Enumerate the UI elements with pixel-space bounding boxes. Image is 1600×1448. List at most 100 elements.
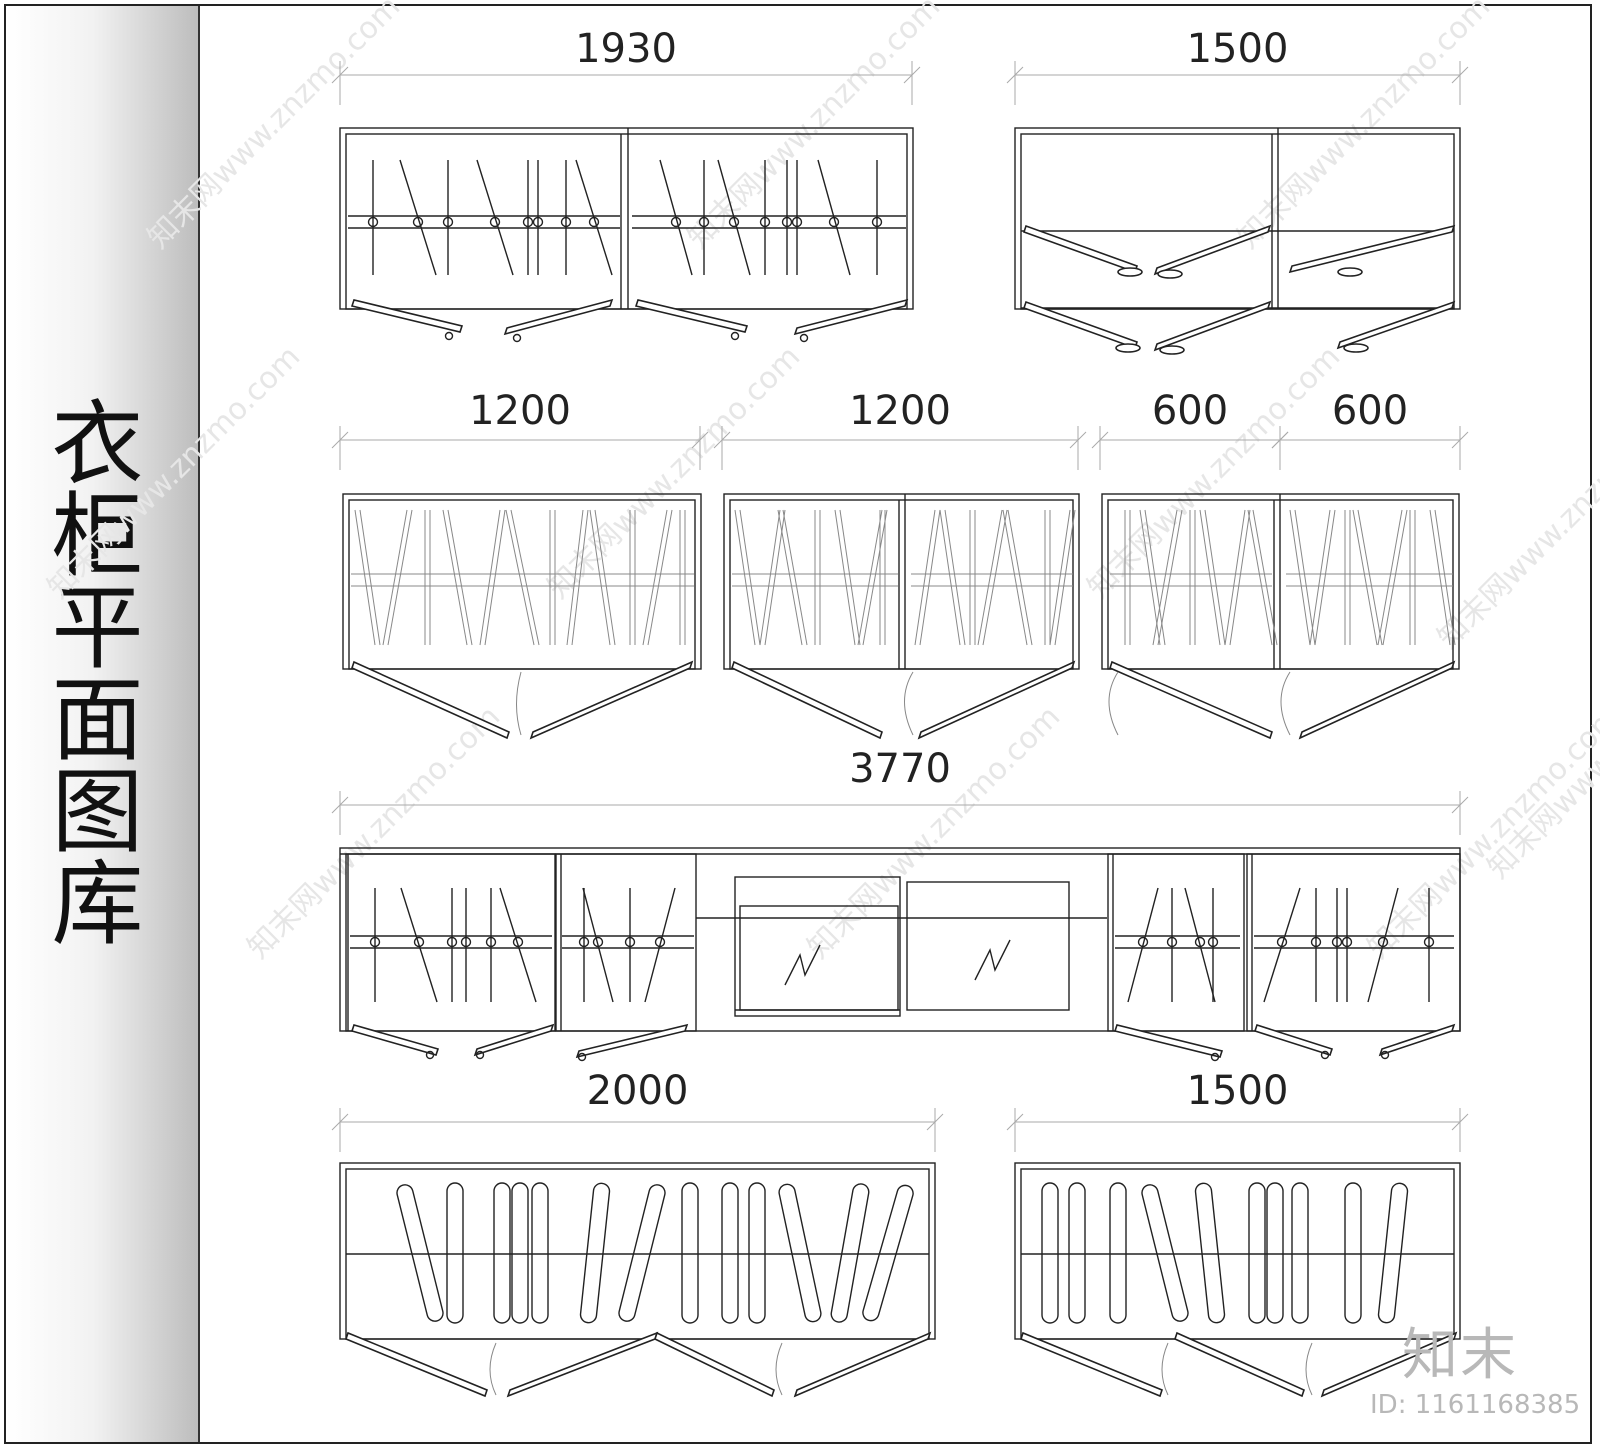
dimension-label: 2000 bbox=[587, 1068, 689, 1114]
dimension-6: 3770 bbox=[331, 746, 1469, 835]
hanger-capsule bbox=[778, 1183, 822, 1323]
door-leaf bbox=[1020, 1331, 1163, 1398]
hanger-capsule bbox=[1141, 1184, 1189, 1322]
watermark-text: 知末网www.znzmo.com bbox=[1081, 339, 1347, 605]
door-swing-arc bbox=[1305, 1342, 1313, 1396]
cabinet-body bbox=[1014, 1162, 1461, 1398]
door-handle bbox=[577, 1052, 587, 1062]
watermark-text: 知末网www.znzmo.com bbox=[1431, 389, 1600, 655]
hanger-capsule bbox=[1377, 1182, 1409, 1324]
hanger-capsule bbox=[511, 1182, 529, 1324]
door-leaf bbox=[1298, 660, 1456, 740]
door-leaf bbox=[1113, 1024, 1224, 1058]
door-handle bbox=[1320, 1050, 1330, 1060]
door-handle bbox=[1380, 1050, 1390, 1060]
door-handle bbox=[1210, 1052, 1220, 1062]
cabinet-body bbox=[339, 1162, 936, 1398]
hanger-capsule bbox=[1291, 1182, 1309, 1324]
dimension-label: 600 bbox=[1152, 388, 1228, 434]
door-swing-arc bbox=[1161, 1342, 1169, 1396]
door-handle bbox=[1117, 267, 1143, 277]
door-leaf bbox=[1022, 224, 1139, 274]
dimension-0: 1930 bbox=[331, 26, 921, 105]
cabinet-body bbox=[339, 127, 914, 343]
cabinet-body bbox=[339, 847, 1461, 1062]
zigzag-mark bbox=[784, 944, 821, 986]
hanger-capsule bbox=[1041, 1182, 1059, 1324]
door-leaf bbox=[1288, 224, 1456, 274]
plan-layer bbox=[339, 127, 1461, 1398]
hanger-capsule bbox=[396, 1184, 444, 1322]
hanger-capsule bbox=[446, 1182, 464, 1324]
dimension-4: 600 bbox=[1091, 388, 1289, 470]
door-leaf bbox=[351, 660, 510, 740]
watermark-text: 知末网www.znzmo.com bbox=[41, 339, 307, 605]
door-leaf bbox=[793, 298, 909, 336]
door-leaf bbox=[1320, 1331, 1458, 1398]
door-leaf bbox=[917, 660, 1076, 740]
watermark-text: 知末网www.znzmo.com bbox=[241, 699, 507, 965]
door-swing-arc bbox=[904, 671, 914, 736]
dimension-label: 1930 bbox=[575, 26, 677, 72]
door-handle bbox=[1115, 343, 1141, 353]
dimension-7: 2000 bbox=[331, 1068, 944, 1152]
door-leaf bbox=[1378, 1023, 1456, 1057]
hanger-capsule bbox=[531, 1182, 549, 1324]
door-swing-arc bbox=[489, 1342, 497, 1396]
sidebar bbox=[6, 6, 200, 1442]
door-leaf bbox=[350, 1024, 440, 1056]
door-leaf bbox=[1022, 300, 1139, 350]
door-handle bbox=[1343, 343, 1369, 353]
door-swing-arc bbox=[1108, 671, 1119, 736]
watermark-text: 知末网www.znzmo.com bbox=[541, 339, 807, 605]
dimension-label: 600 bbox=[1332, 388, 1408, 434]
dimension-1: 1500 bbox=[1006, 26, 1469, 105]
hanger-capsule bbox=[493, 1182, 511, 1324]
door-handle bbox=[444, 331, 454, 341]
dimension-label: 1500 bbox=[1187, 26, 1289, 72]
hanger-capsule bbox=[721, 1182, 739, 1324]
door-leaf bbox=[654, 1331, 775, 1398]
door-leaf bbox=[731, 660, 883, 740]
watermark-text: 知末网www.znzmo.com bbox=[1361, 699, 1600, 965]
door-leaf bbox=[793, 1331, 932, 1398]
door-swing-arc bbox=[516, 671, 522, 736]
dimension-label: 1500 bbox=[1187, 1068, 1289, 1114]
door-leaf bbox=[1153, 300, 1272, 352]
door-handle bbox=[425, 1050, 435, 1060]
door-leaf bbox=[506, 1331, 659, 1398]
door-leaf bbox=[473, 1023, 555, 1057]
door-leaf bbox=[1109, 660, 1273, 740]
door-leaf bbox=[1153, 224, 1272, 276]
dimension-label: 1200 bbox=[469, 388, 571, 434]
dimension-5: 600 bbox=[1271, 388, 1469, 470]
cabinet-body bbox=[723, 493, 1080, 740]
page-frame bbox=[4, 4, 1592, 1444]
hanger-capsule bbox=[862, 1184, 914, 1322]
door-leaf bbox=[634, 299, 749, 333]
hanger-capsule bbox=[748, 1182, 766, 1324]
dimension-layer: 1930 1500 1200 1200 600 600 3770 2000 1500 bbox=[331, 26, 1469, 1152]
hanger-capsule bbox=[1344, 1182, 1362, 1324]
hanger-capsule bbox=[681, 1182, 699, 1324]
dimension-3: 1200 bbox=[713, 388, 1087, 470]
dimension-2: 1200 bbox=[331, 388, 709, 470]
door-leaf bbox=[345, 1331, 488, 1398]
watermark-text: 知末网www.znzmo.com bbox=[801, 699, 1067, 965]
hanger-capsule bbox=[579, 1182, 611, 1324]
zigzag-mark bbox=[974, 939, 1011, 981]
door-leaf bbox=[1174, 1331, 1305, 1398]
cabinet-body bbox=[342, 493, 702, 740]
dimension-label: 3770 bbox=[849, 746, 951, 792]
door-swing-arc bbox=[775, 1342, 783, 1396]
door-swing-arc bbox=[1280, 671, 1291, 736]
dimension-8: 1500 bbox=[1006, 1068, 1469, 1152]
door-leaf bbox=[529, 660, 694, 740]
cabinet-body bbox=[1101, 493, 1460, 740]
door-handle bbox=[1337, 267, 1363, 277]
door-leaf bbox=[350, 299, 464, 333]
hanger-capsule bbox=[1248, 1182, 1266, 1324]
dimension-label: 1200 bbox=[849, 388, 951, 434]
